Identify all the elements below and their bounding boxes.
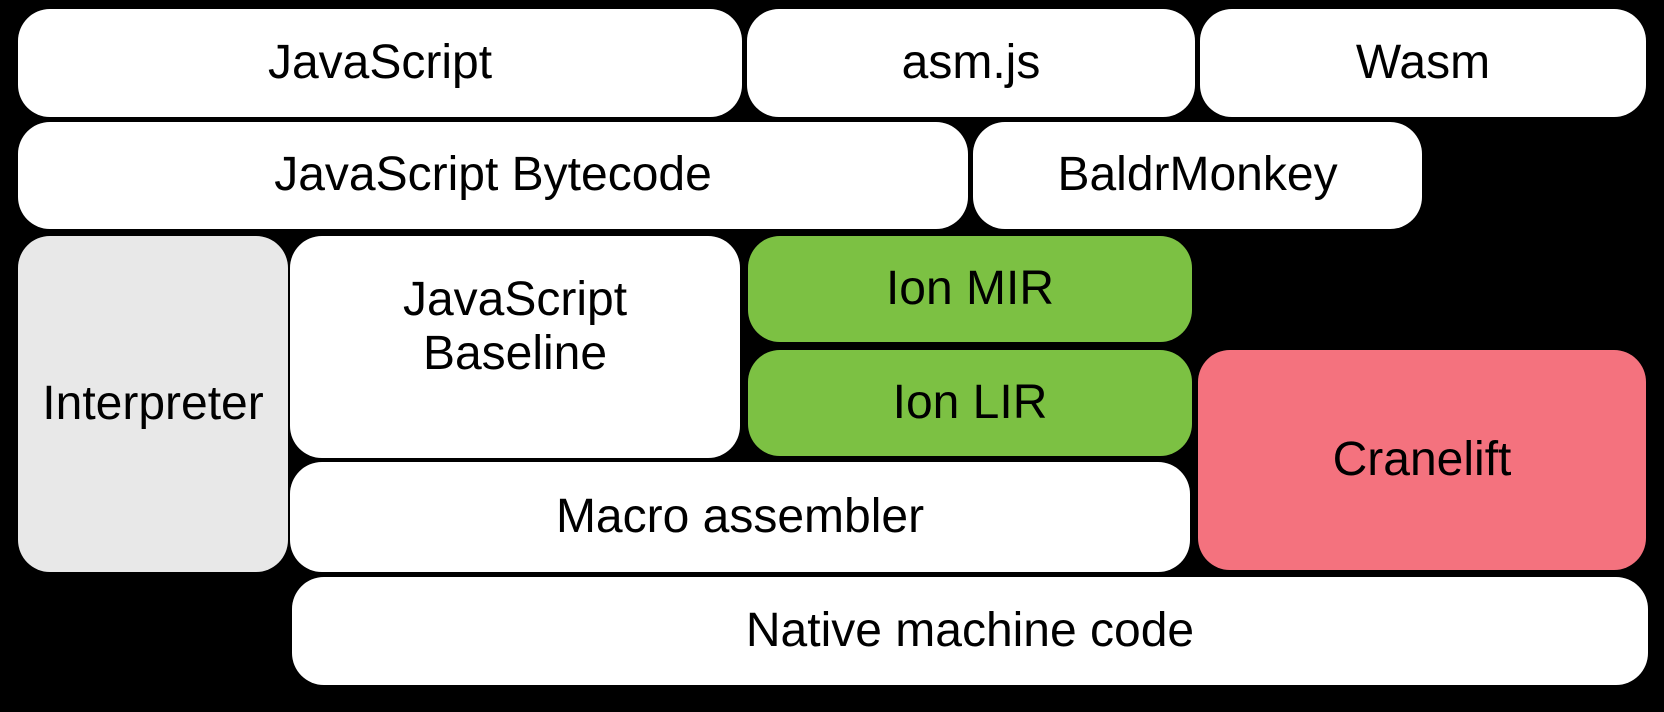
node-javascript-label: JavaScript bbox=[267, 35, 493, 89]
node-baldrmonkey: BaldrMonkey bbox=[973, 122, 1422, 229]
node-wasm-label: Wasm bbox=[1355, 35, 1491, 89]
node-javascript-baseline-label: JavaScript Baseline bbox=[403, 273, 627, 381]
node-javascript-baseline-label-line1: JavaScript bbox=[402, 273, 628, 326]
node-baldrmonkey-label: BaldrMonkey bbox=[1057, 148, 1338, 202]
node-asmjs: asm.js bbox=[747, 9, 1195, 117]
node-asmjs-label: asm.js bbox=[901, 35, 1041, 89]
node-cranelift-label: Cranelift bbox=[1332, 432, 1512, 486]
node-ion-mir-label: Ion MIR bbox=[885, 261, 1055, 315]
node-wasm: Wasm bbox=[1200, 9, 1646, 117]
node-macro-assembler: Macro assembler bbox=[290, 462, 1190, 572]
node-ion-lir: Ion LIR bbox=[748, 350, 1192, 456]
node-cranelift: Cranelift bbox=[1198, 350, 1646, 570]
node-ion-lir-label: Ion LIR bbox=[892, 375, 1048, 429]
node-native-machine-code-label: Native machine code bbox=[745, 603, 1195, 657]
node-interpreter-label: Interpreter bbox=[42, 376, 264, 430]
node-macro-assembler-label: Macro assembler bbox=[555, 489, 925, 543]
node-native-machine-code: Native machine code bbox=[292, 577, 1648, 685]
node-javascript-baseline-label-line2: Baseline bbox=[422, 327, 608, 380]
node-javascript-baseline: JavaScript Baseline bbox=[290, 236, 740, 458]
node-javascript-bytecode: JavaScript Bytecode bbox=[18, 122, 968, 229]
node-interpreter: Interpreter bbox=[18, 236, 288, 572]
node-ion-mir: Ion MIR bbox=[748, 236, 1192, 342]
node-javascript-bytecode-label: JavaScript Bytecode bbox=[274, 148, 712, 202]
node-javascript: JavaScript bbox=[18, 9, 742, 117]
